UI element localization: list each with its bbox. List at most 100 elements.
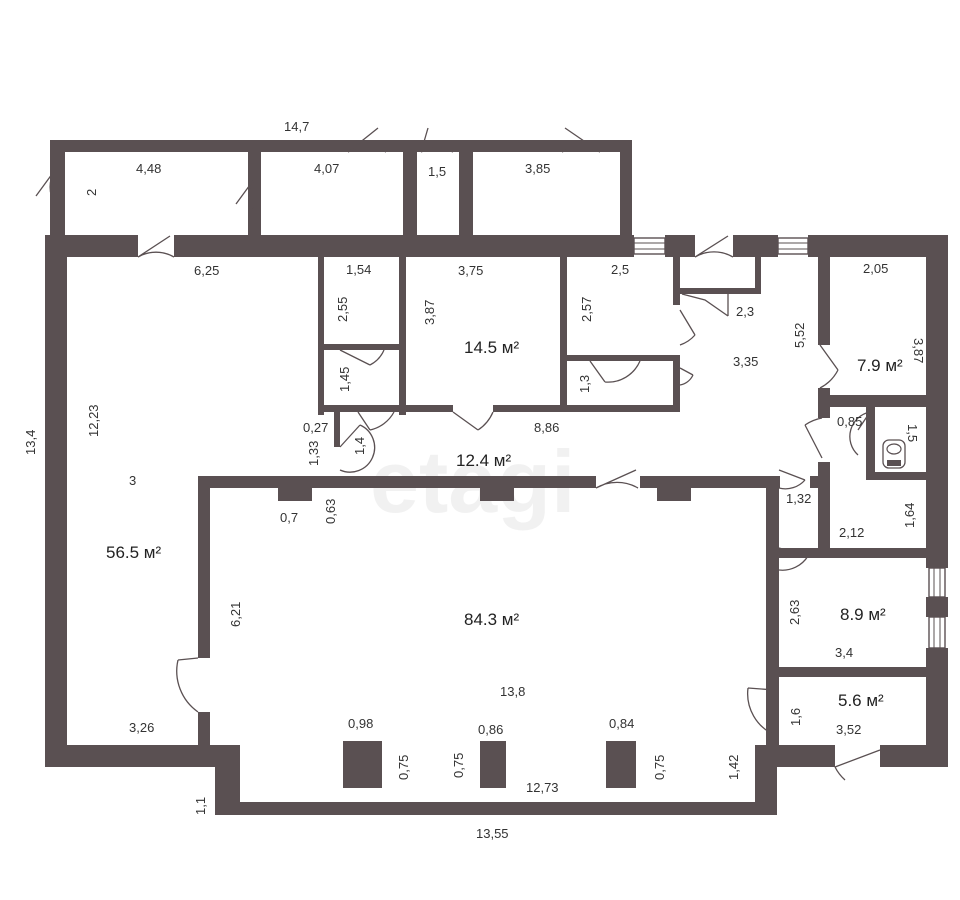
dim-label: 0,75 [451, 753, 466, 778]
wall-room-bottom-1 [318, 405, 453, 412]
door-niche [681, 293, 729, 317]
pillar-2 [480, 741, 506, 788]
door-room-2-5 [679, 309, 696, 346]
dim-label: 14,7 [284, 119, 309, 134]
dim-label: 3,87 [422, 300, 437, 325]
wall-small-room-top [778, 667, 928, 677]
area-left-room: 56.5 м² [106, 543, 161, 562]
wall-bottom [215, 802, 777, 815]
dim-label: 12,73 [526, 780, 559, 795]
wall-right-block-left-1 [818, 255, 830, 345]
dim-label: 3,75 [458, 263, 483, 278]
dim-label: 1,1 [193, 797, 208, 815]
dim-label: 1,45 [337, 367, 352, 392]
door-room-1-45 [339, 349, 385, 366]
wall-bottom-right-1 [755, 745, 835, 767]
door-annex-left [35, 169, 56, 205]
door-annex-entrance [137, 235, 175, 258]
dim-label: 13,8 [500, 684, 525, 699]
area-corridor: 12.4 м² [456, 451, 511, 470]
door-corner [778, 469, 806, 490]
window-right-2 [928, 616, 946, 649]
window-right-1 [928, 567, 946, 598]
wall-small-right-upper [673, 255, 680, 305]
wall-small-right-lower [673, 355, 680, 412]
dim-label: 13,55 [476, 826, 509, 841]
wall-annex-divider-1 [248, 152, 261, 237]
dim-label: 2,57 [579, 297, 594, 322]
dim-label: 13,4 [23, 430, 38, 455]
dim-label: 2,12 [839, 525, 864, 540]
door-right-room [819, 344, 839, 389]
dim-label: 1,54 [346, 262, 371, 277]
toilet-icon [882, 439, 906, 469]
wall-wc-bottom [866, 472, 928, 480]
area-right-bottom: 5.6 м² [838, 691, 884, 710]
door-corridor-left [357, 411, 395, 431]
dim-label: 0,7 [280, 510, 298, 525]
dim-label: 2,55 [335, 297, 350, 322]
wall-room-right [560, 255, 567, 412]
wall-annex-right [620, 140, 632, 237]
wall-room-left [318, 255, 324, 415]
wall-room-split [318, 344, 404, 350]
wall-annex-left [50, 140, 65, 240]
wall-niche-bottom [680, 288, 760, 294]
dim-label: 0,27 [303, 420, 328, 435]
wall-room-mid [399, 255, 406, 415]
dimension-labels: 14,7 4,48 2 4,07 1,5 3,85 6,25 1,54 3,75… [23, 119, 926, 841]
column-3 [657, 476, 691, 501]
dim-label: 0,75 [396, 755, 411, 780]
dim-label: 0,75 [652, 755, 667, 780]
dim-label: 1,33 [306, 441, 321, 466]
dim-label: 1,32 [786, 491, 811, 506]
dim-label: 4,48 [136, 161, 161, 176]
dim-label: 6,21 [228, 602, 243, 627]
door-stub [339, 424, 376, 473]
dim-label: 2 [84, 189, 99, 196]
dim-label: 3,85 [525, 161, 550, 176]
dim-label: 3,35 [733, 354, 758, 369]
dim-label: 0,86 [478, 722, 503, 737]
dim-label: 0,98 [348, 716, 373, 731]
wall-corner [810, 476, 822, 488]
door-center-room [452, 411, 494, 431]
door-small-room [747, 687, 776, 736]
door-annex-2 [347, 127, 387, 153]
pillar-1 [343, 741, 382, 788]
dim-label: 5,52 [792, 323, 807, 348]
door-annex-4 [561, 127, 601, 153]
wall-annex-divider-3 [459, 152, 473, 237]
area-hall: 84.3 м² [464, 610, 519, 629]
wall-outer-left [45, 235, 67, 767]
door-corridor-right [804, 417, 823, 459]
pillar-3 [606, 741, 636, 788]
wall-hall-left-lower [198, 712, 210, 757]
dim-label: 6,25 [194, 263, 219, 278]
wall-hall-right [766, 476, 779, 746]
area-labels: 84.3 м² 56.5 м² 14.5 м² 12.4 м² 7.9 м² 8… [106, 338, 903, 710]
dim-label: 0,85 [837, 414, 862, 429]
wall-hall-left-upper [198, 476, 210, 658]
door-annex-mid [235, 177, 256, 213]
door-niche-top [694, 235, 734, 258]
dim-label: 1,64 [902, 503, 917, 528]
doors [35, 127, 881, 781]
column-2 [480, 476, 514, 501]
wall-top-4 [733, 235, 778, 257]
door-hall-left [176, 657, 199, 713]
wall-outer-right-mid [926, 597, 948, 617]
dim-label: 0,84 [609, 716, 634, 731]
window-top-1 [633, 237, 666, 255]
dim-label: 4,07 [314, 161, 339, 176]
area-right-mid: 8.9 м² [840, 605, 886, 624]
area-center-room: 14.5 м² [464, 338, 519, 357]
door-exterior [834, 749, 881, 781]
dim-label: 2,63 [787, 600, 802, 625]
wall-top-2 [174, 235, 634, 257]
wall-annex-top [50, 140, 630, 152]
wall-bottom-right-2 [880, 745, 948, 767]
wall-right-room-bottom [818, 395, 928, 407]
dim-label: 1,6 [788, 708, 803, 726]
dim-label: 0,63 [323, 499, 338, 524]
